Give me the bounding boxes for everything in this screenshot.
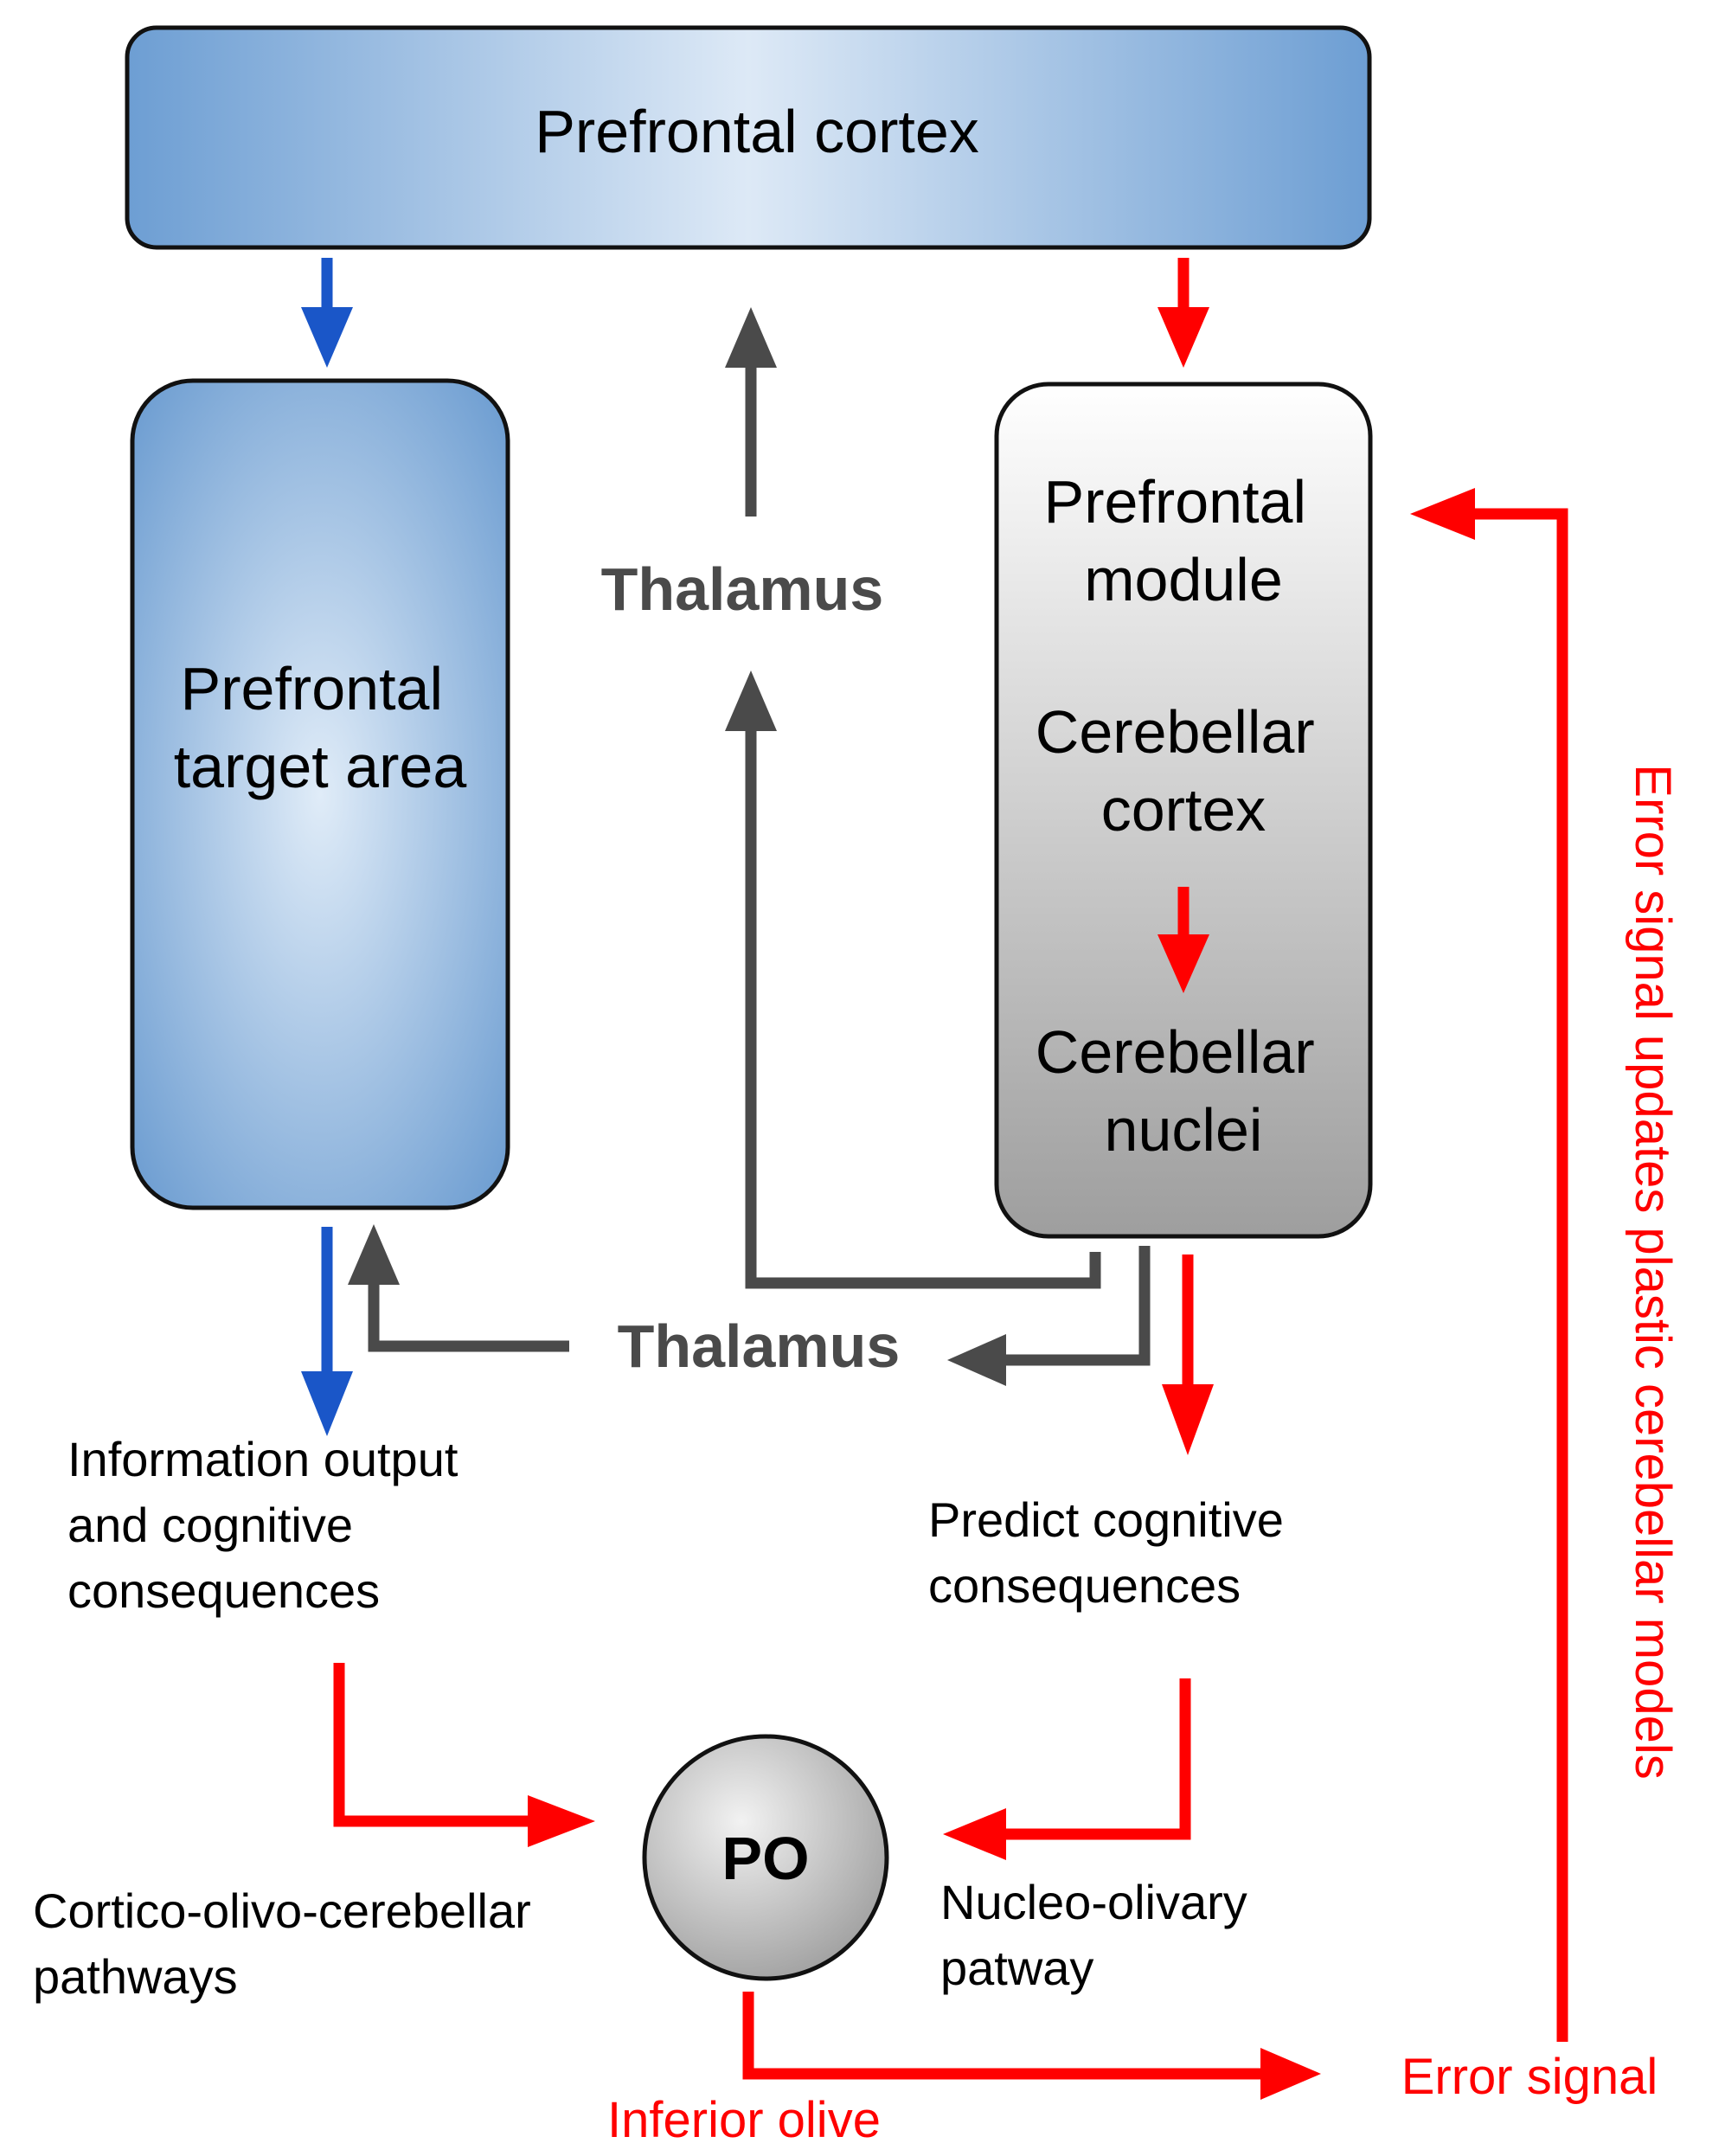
thalamus-lower-label: Thalamus	[618, 1312, 901, 1380]
nuclei-to-lower-thalamus-arrow	[947, 1246, 1151, 1386]
cortico-olivo-label: Cortico-olivo-cerebellar pathways	[33, 1883, 544, 2004]
prefrontal-cortex-box	[125, 25, 1372, 250]
nuclei-to-predict-arrow	[1162, 1254, 1214, 1455]
po-label: PO	[721, 1825, 809, 1892]
thalamus-upper-label: Thalamus	[601, 555, 884, 623]
information-output-label: Information output and cognitive consequ…	[67, 1432, 471, 1618]
prefrontal-module-label: Prefrontal module	[1044, 468, 1324, 613]
predict-to-po-arrow	[943, 1678, 1191, 1860]
cortex-to-module-arrow	[1157, 258, 1209, 368]
cerebellar-cortex-label: Cerebellar cortex	[1036, 698, 1331, 844]
prefrontal-target-area-label: Prefrontal target area	[174, 655, 467, 800]
inferior-olive-label: Inferior olive	[607, 2092, 881, 2148]
po-to-error-signal-arrow	[742, 1992, 1321, 2100]
target-to-output-arrow	[301, 1227, 353, 1436]
thalamus-to-cortex-arrow	[725, 307, 777, 517]
error-signal-label: Error signal	[1401, 2049, 1658, 2105]
prefrontal-target-area-box	[130, 378, 510, 1210]
cerebellar-nuclei-label: Cerebellar nuclei	[1036, 1018, 1331, 1164]
cerebellar-module-box	[994, 382, 1373, 1239]
predict-consequences-label: Predict cognitive consequences	[928, 1492, 1297, 1613]
prefrontal-cortex-label: Prefrontal cortex	[535, 98, 979, 165]
po-circle	[642, 1734, 889, 1981]
nuclei-to-upper-thalamus-arrow	[725, 671, 1101, 1289]
lower-thalamus-to-target-arrow	[348, 1224, 569, 1352]
error-signal-updates-label: Error signal updates plastic cerebellar …	[1625, 764, 1681, 1779]
error-signal-feedback-arrow	[1410, 488, 1568, 2042]
output-to-po-arrow	[333, 1663, 595, 1847]
nucleo-olivary-label: Nucleo-olivary patway	[940, 1875, 1260, 1995]
cortex-to-target-arrow	[301, 258, 353, 368]
cortex-to-nuclei-arrow	[1157, 887, 1209, 993]
